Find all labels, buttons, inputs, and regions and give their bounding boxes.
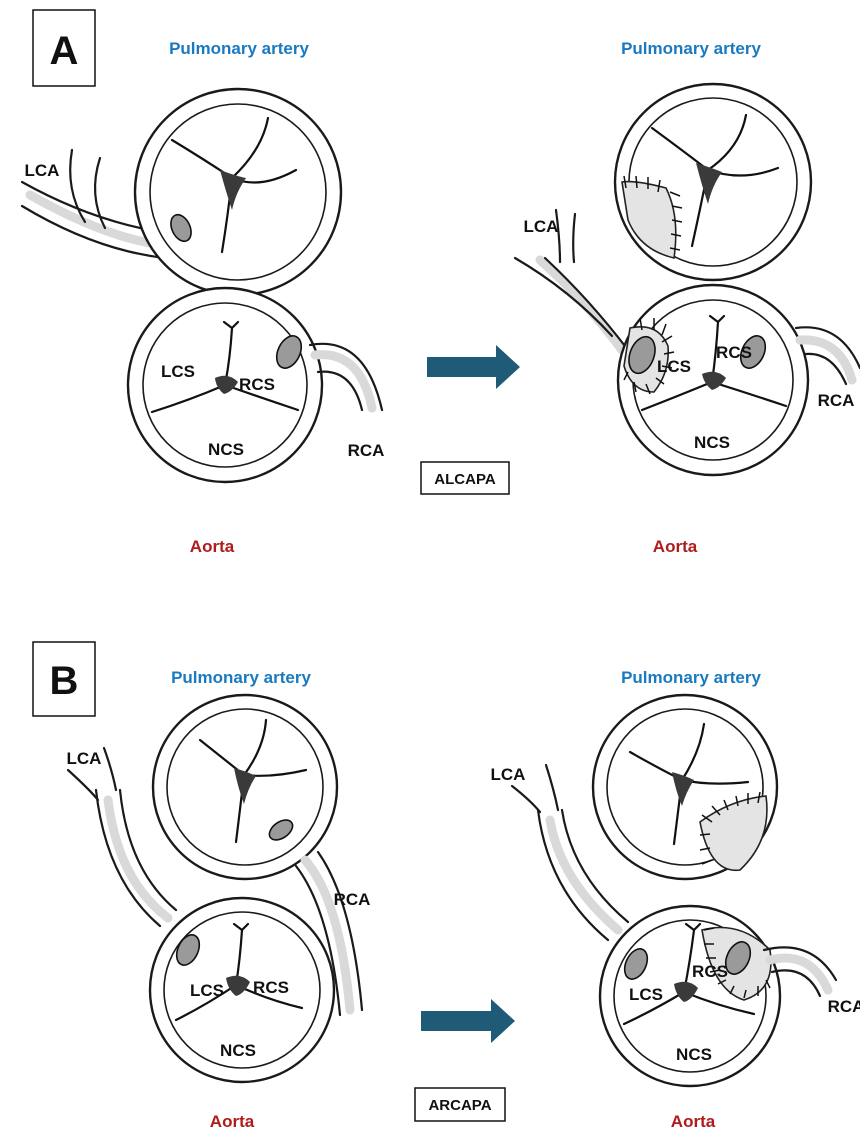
aorta-title: Aorta <box>671 1112 716 1131</box>
pulmonary-title: Pulmonary artery <box>621 39 761 58</box>
panel-a-after: Pulmonary artery <box>515 39 860 556</box>
ncs-label: NCS <box>676 1045 712 1064</box>
pulmonary-title: Pulmonary artery <box>621 668 761 687</box>
pulmonary-title: Pulmonary artery <box>169 39 309 58</box>
panel-b-before: Pulmonary artery <box>67 668 371 1131</box>
aorta-ring: LCS RCS NCS <box>150 898 334 1082</box>
rcs-label: RCS <box>716 343 752 362</box>
panel-b-after: Pulmonary artery <box>491 668 860 1131</box>
rca-label: RCA <box>348 441 385 460</box>
alcapa-label: ALCAPA <box>434 471 496 488</box>
rca-label: RCA <box>334 890 371 909</box>
aorta-title: Aorta <box>190 537 235 556</box>
aorta-ring: LCS RCS NCS <box>600 906 780 1086</box>
lcs-label: LCS <box>629 985 663 1004</box>
pulmonary-artery-ring <box>153 695 337 879</box>
pulmonary-artery-ring <box>135 89 341 295</box>
lcs-label: LCS <box>190 981 224 1000</box>
lca-label: LCA <box>25 161 60 180</box>
panel-b: B Pulmonary artery <box>33 642 860 1131</box>
lcs-label: LCS <box>657 357 691 376</box>
transfer-arrow <box>427 345 520 389</box>
rca-label: RCA <box>828 997 860 1016</box>
lca-label: LCA <box>67 749 102 768</box>
aorta-title: Aorta <box>210 1112 255 1131</box>
rca-label: RCA <box>818 391 855 410</box>
ncs-label: NCS <box>208 440 244 459</box>
panel-a-letter: A <box>50 29 79 73</box>
ncs-label: NCS <box>220 1041 256 1060</box>
rcs-label: RCS <box>253 978 289 997</box>
arcapa-label: ARCAPA <box>428 1097 491 1114</box>
aorta-title: Aorta <box>653 537 698 556</box>
rcs-label: RCS <box>692 962 728 981</box>
pulmonary-artery-ring <box>615 84 811 280</box>
aorta-ring: LCS RCS NCS <box>618 285 808 475</box>
aorta-ring: LCS RCS NCS <box>128 288 322 482</box>
transfer-arrow <box>421 999 515 1043</box>
panel-a-before: Pulmonary artery <box>22 39 384 556</box>
panel-b-letter: B <box>50 659 79 703</box>
ncs-label: NCS <box>694 433 730 452</box>
pulmonary-artery-ring <box>593 695 777 879</box>
lca-label: LCA <box>524 217 559 236</box>
rcs-label: RCS <box>239 375 275 394</box>
pulmonary-title: Pulmonary artery <box>171 668 311 687</box>
lca-label: LCA <box>491 765 526 784</box>
panel-a: A Pulmonary artery <box>22 10 860 556</box>
lcs-label: LCS <box>161 362 195 381</box>
